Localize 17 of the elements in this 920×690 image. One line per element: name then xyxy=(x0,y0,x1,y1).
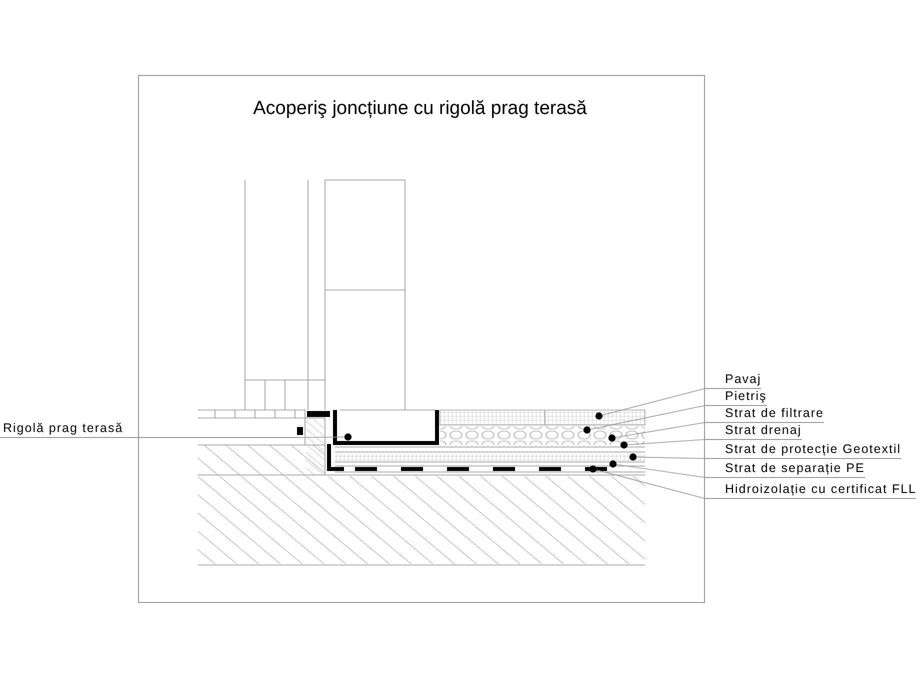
layer-label: Strat de filtrare xyxy=(705,405,824,423)
layer-label: Strat de protecție Geotextil xyxy=(705,441,901,459)
leader-line xyxy=(608,422,706,442)
leader-line xyxy=(300,433,352,441)
layer-label: Strat de separație PE xyxy=(705,460,865,478)
leader-line xyxy=(609,460,706,478)
leader-line xyxy=(589,465,706,499)
leader-line xyxy=(595,388,706,420)
leader-line xyxy=(629,453,706,461)
layer-label: Pietriş xyxy=(705,388,767,406)
leader-line xyxy=(620,439,706,449)
layer-label: Pavaj xyxy=(705,371,762,389)
drawing-title: Acoperiş joncțiune cu rigolă prag terasă xyxy=(252,98,588,120)
layer-label: Hidroizolație cu certificat FLL xyxy=(705,481,916,499)
layer-label: Strat drenaj xyxy=(705,422,802,440)
layer-label: Rigolă prag terasă xyxy=(0,420,300,438)
leader-line xyxy=(583,405,706,434)
